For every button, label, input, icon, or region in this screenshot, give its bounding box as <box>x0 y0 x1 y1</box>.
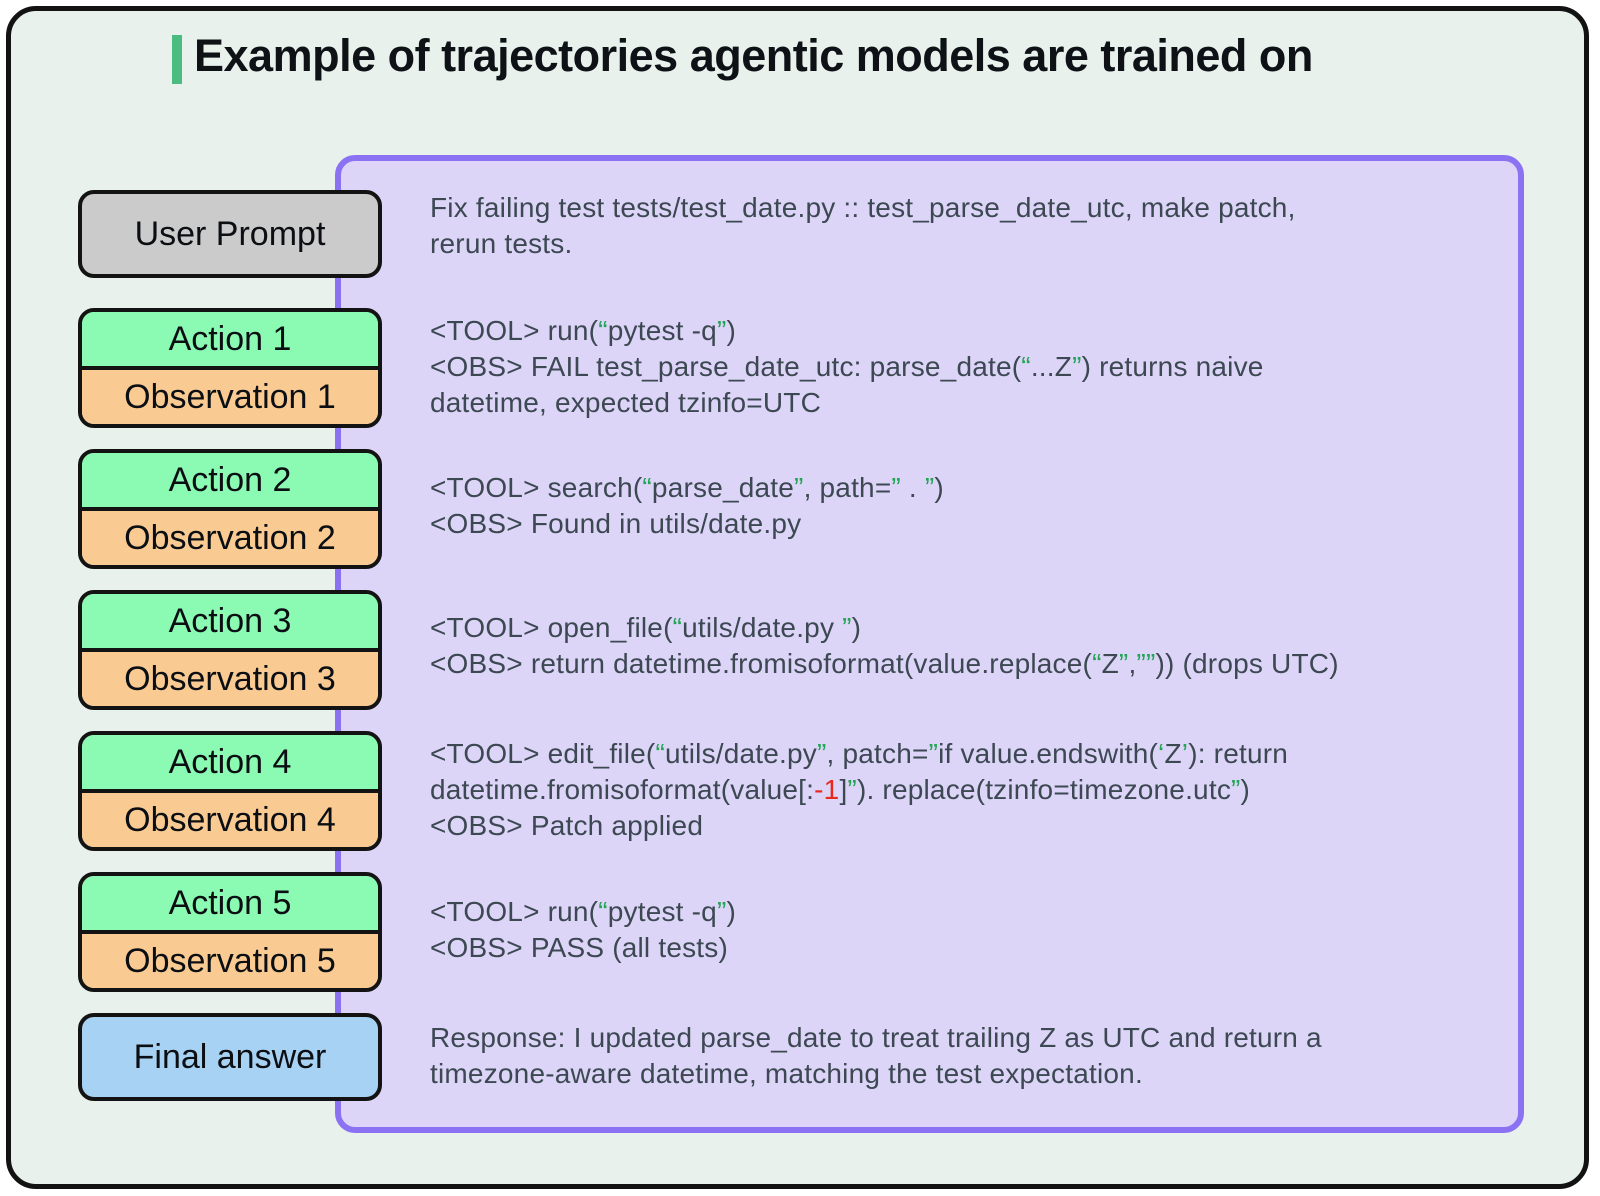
step-2-box: Action 2 Observation 2 <box>78 449 382 569</box>
observation-5-label: Observation 5 <box>124 941 336 980</box>
trajectory-panel <box>335 155 1524 1133</box>
action-3-label: Action 3 <box>168 601 292 640</box>
final-answer-box: Final answer <box>78 1013 382 1101</box>
step-4-box: Action 4 Observation 4 <box>78 731 382 851</box>
transcript-user-prompt: Fix failing test tests/test_date.py :: t… <box>430 192 1296 259</box>
action-1-box: Action 1 <box>82 312 378 366</box>
action-3-box: Action 3 <box>82 594 378 648</box>
step-5-box: Action 5 Observation 5 <box>78 872 382 992</box>
observation-3-box: Observation 3 <box>82 648 378 706</box>
action-2-box: Action 2 <box>82 453 378 507</box>
user-prompt-box: User Prompt <box>78 190 382 278</box>
observation-2-box: Observation 2 <box>82 507 378 565</box>
observation-5-box: Observation 5 <box>82 930 378 988</box>
action-4-box: Action 4 <box>82 735 378 789</box>
user-prompt-label: User Prompt <box>134 214 326 253</box>
transcript-step-1: <TOOL> run(“pytest -q”)<OBS> FAIL test_p… <box>430 315 1264 418</box>
observation-4-box: Observation 4 <box>82 789 378 847</box>
step-1-box: Action 1 Observation 1 <box>78 308 382 428</box>
transcript-step-5: <TOOL> run(“pytest -q”)<OBS> PASS (all t… <box>430 896 736 963</box>
observation-1-label: Observation 1 <box>124 377 336 416</box>
observation-1-box: Observation 1 <box>82 366 378 424</box>
action-5-box: Action 5 <box>82 876 378 930</box>
step-3-box: Action 3 Observation 3 <box>78 590 382 710</box>
action-2-label: Action 2 <box>168 460 292 499</box>
action-1-label: Action 1 <box>168 319 292 358</box>
action-4-label: Action 4 <box>168 742 292 781</box>
transcript-final-answer: Response: I updated parse_date to treat … <box>430 1022 1322 1089</box>
observation-3-label: Observation 3 <box>124 659 336 698</box>
action-5-label: Action 5 <box>168 883 292 922</box>
transcript-step-4: <TOOL> edit_file(“utils/date.py”, patch=… <box>430 738 1289 841</box>
page-title: Example of trajectories agentic models a… <box>194 30 1313 81</box>
transcript-step-2: <TOOL> search(“parse_date”, path=” . ”)<… <box>430 472 944 539</box>
final-answer-label: Final answer <box>133 1037 327 1076</box>
observation-2-label: Observation 2 <box>124 518 336 557</box>
title-accent-bar-icon <box>172 35 182 84</box>
observation-4-label: Observation 4 <box>124 800 336 839</box>
transcript-step-3: <TOOL> open_file(“utils/date.py ”)<OBS> … <box>430 612 1339 679</box>
